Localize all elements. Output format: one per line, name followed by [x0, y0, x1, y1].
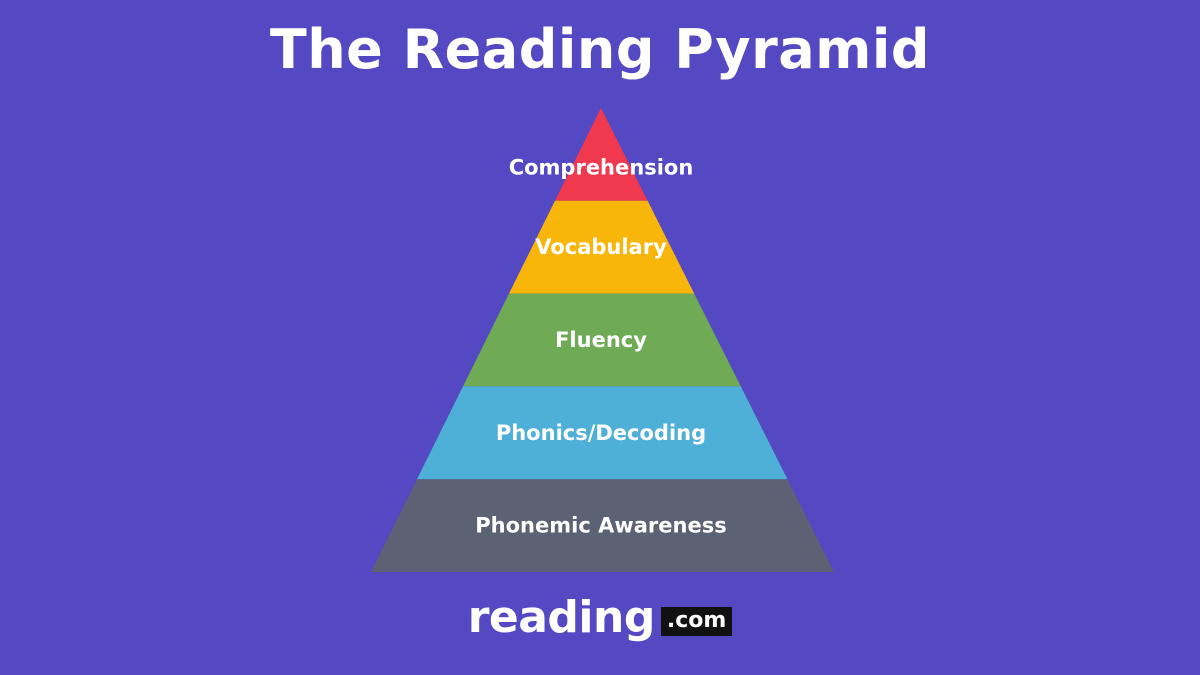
brand-tld-badge: .com: [660, 607, 733, 636]
pyramid-tier-4: [417, 386, 788, 480]
page-title: The Reading Pyramid: [269, 18, 931, 81]
brand-wordmark: reading: [467, 592, 656, 643]
pyramid-tier-2: [509, 200, 695, 294]
pyramid-tier-label: Vocabulary: [535, 235, 667, 259]
pyramid-tier-5: [371, 479, 834, 572]
pyramid-tier-label: Comprehension: [509, 155, 694, 179]
pyramid-tier-label: Phonemic Awareness: [475, 514, 726, 538]
pyramid-tier-label: Phonics/Decoding: [496, 421, 706, 445]
pyramid-tier-label: Fluency: [555, 328, 647, 352]
brand-logo: reading .com: [0, 596, 1200, 640]
pyramid-tier-3: [463, 293, 741, 387]
pyramid-tier-1: [555, 108, 648, 201]
